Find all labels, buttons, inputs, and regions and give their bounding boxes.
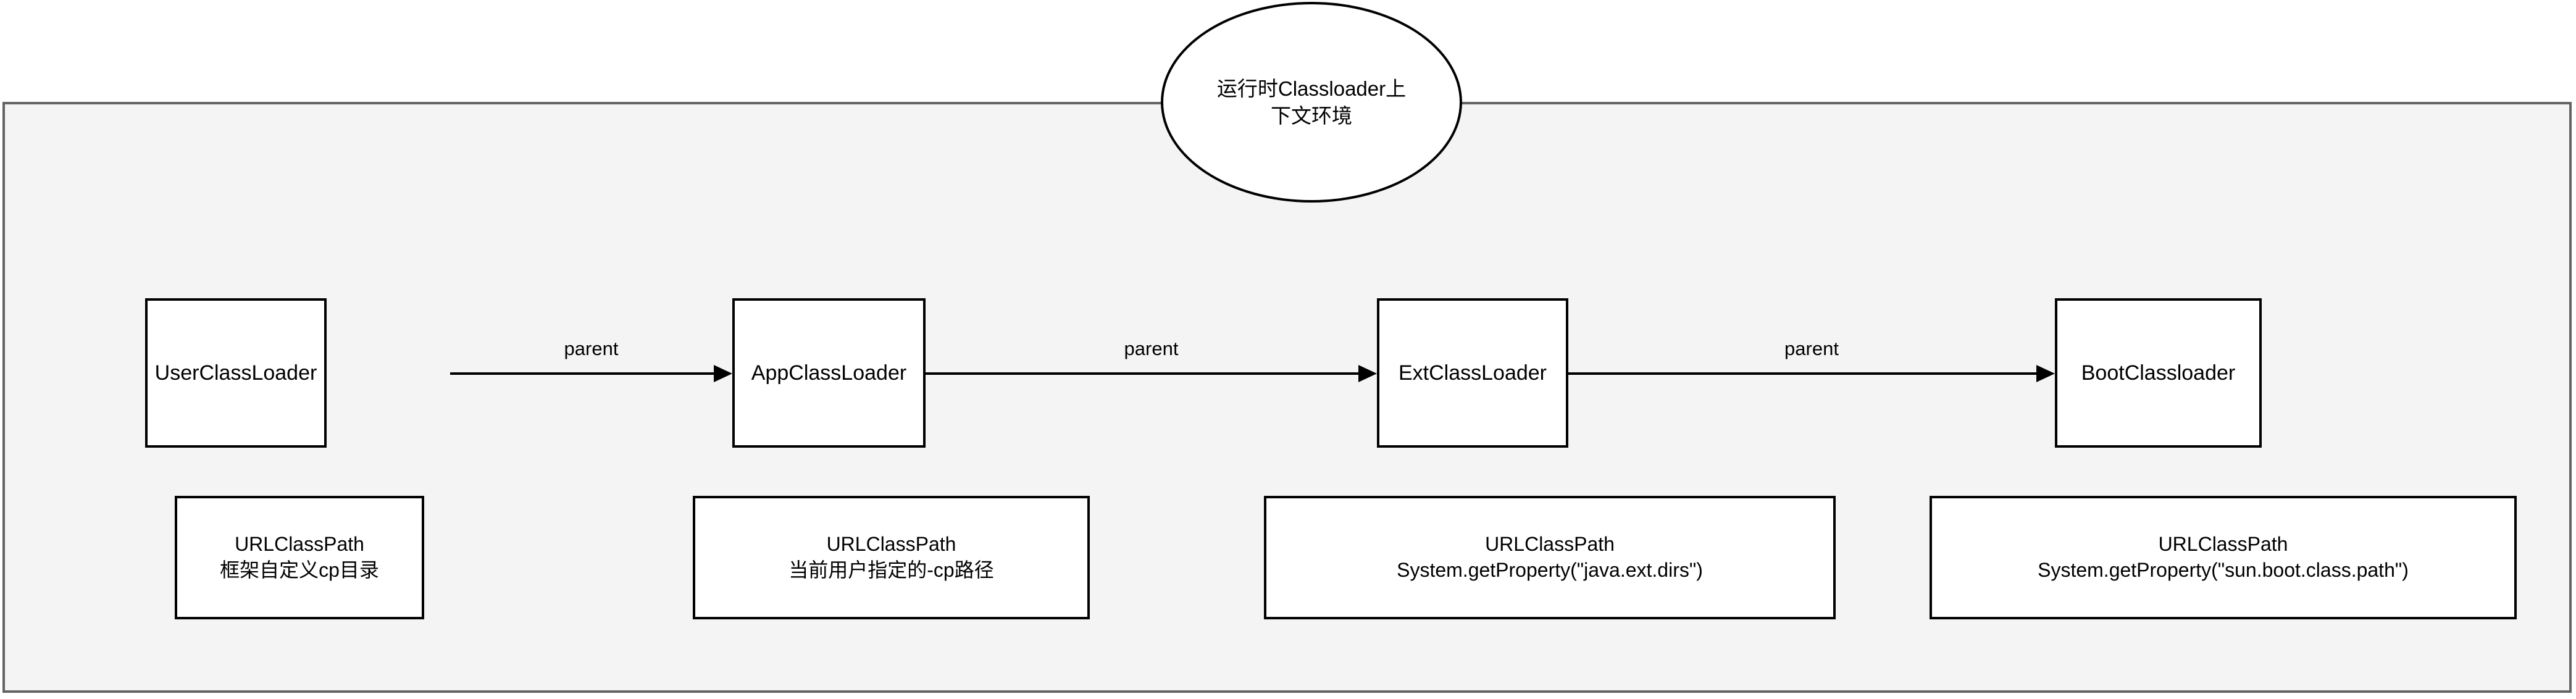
classpath-box-user-class-loader[interactable]: URLClassPath 框架自定义cp目录	[175, 496, 424, 619]
arrow-label-user-to-app: parent	[564, 338, 619, 359]
classpath-box-ext-class-loader[interactable]: URLClassPath System.getProperty("java.ex…	[1264, 496, 1836, 619]
runtime-context-ellipse[interactable]: 运行时Classloader上下文环境	[1161, 2, 1462, 203]
classpath-title: URLClassPath	[1485, 533, 1615, 556]
classpath-detail: 当前用户指定的-cp路径	[788, 559, 994, 581]
classpath-title: URLClassPath	[2158, 533, 2288, 556]
node-ext-class-loader[interactable]: ExtClassLoader	[1377, 298, 1568, 448]
classpath-title: URLClassPath	[235, 533, 364, 556]
node-boot-class-loader[interactable]: BootClassloader	[2055, 298, 2262, 448]
node-label: BootClassloader	[2081, 361, 2236, 385]
arrow-head-icon	[2036, 365, 2055, 382]
node-user-class-loader[interactable]: UserClassLoader	[145, 298, 327, 448]
classpath-detail: System.getProperty("java.ext.dirs")	[1397, 559, 1703, 581]
arrow-head-icon	[714, 365, 732, 382]
node-label: UserClassLoader	[154, 361, 317, 385]
classpath-detail: System.getProperty("sun.boot.class.path"…	[2038, 559, 2409, 581]
classpath-box-app-class-loader[interactable]: URLClassPath 当前用户指定的-cp路径	[693, 496, 1090, 619]
classpath-box-boot-class-loader[interactable]: URLClassPath System.getProperty("sun.boo…	[1930, 496, 2517, 619]
node-label: ExtClassLoader	[1398, 361, 1547, 385]
arrow-ext-to-boot	[1568, 361, 2055, 386]
arrow-label-ext-to-boot: parent	[1784, 338, 1839, 359]
classpath-title: URLClassPath	[826, 533, 956, 556]
runtime-context-label: 运行时Classloader上下文环境	[1216, 77, 1407, 127]
arrow-shaft	[450, 372, 714, 375]
classpath-detail: 框架自定义cp目录	[220, 559, 379, 581]
arrow-head-icon	[1358, 365, 1377, 382]
node-label: AppClassLoader	[751, 361, 907, 385]
arrow-shaft	[1568, 372, 2036, 375]
arrow-label-app-to-ext: parent	[1124, 338, 1179, 359]
arrow-shaft	[926, 372, 1358, 375]
node-app-class-loader[interactable]: AppClassLoader	[732, 298, 926, 448]
arrow-user-to-app	[450, 361, 732, 386]
arrow-app-to-ext	[926, 361, 1377, 386]
